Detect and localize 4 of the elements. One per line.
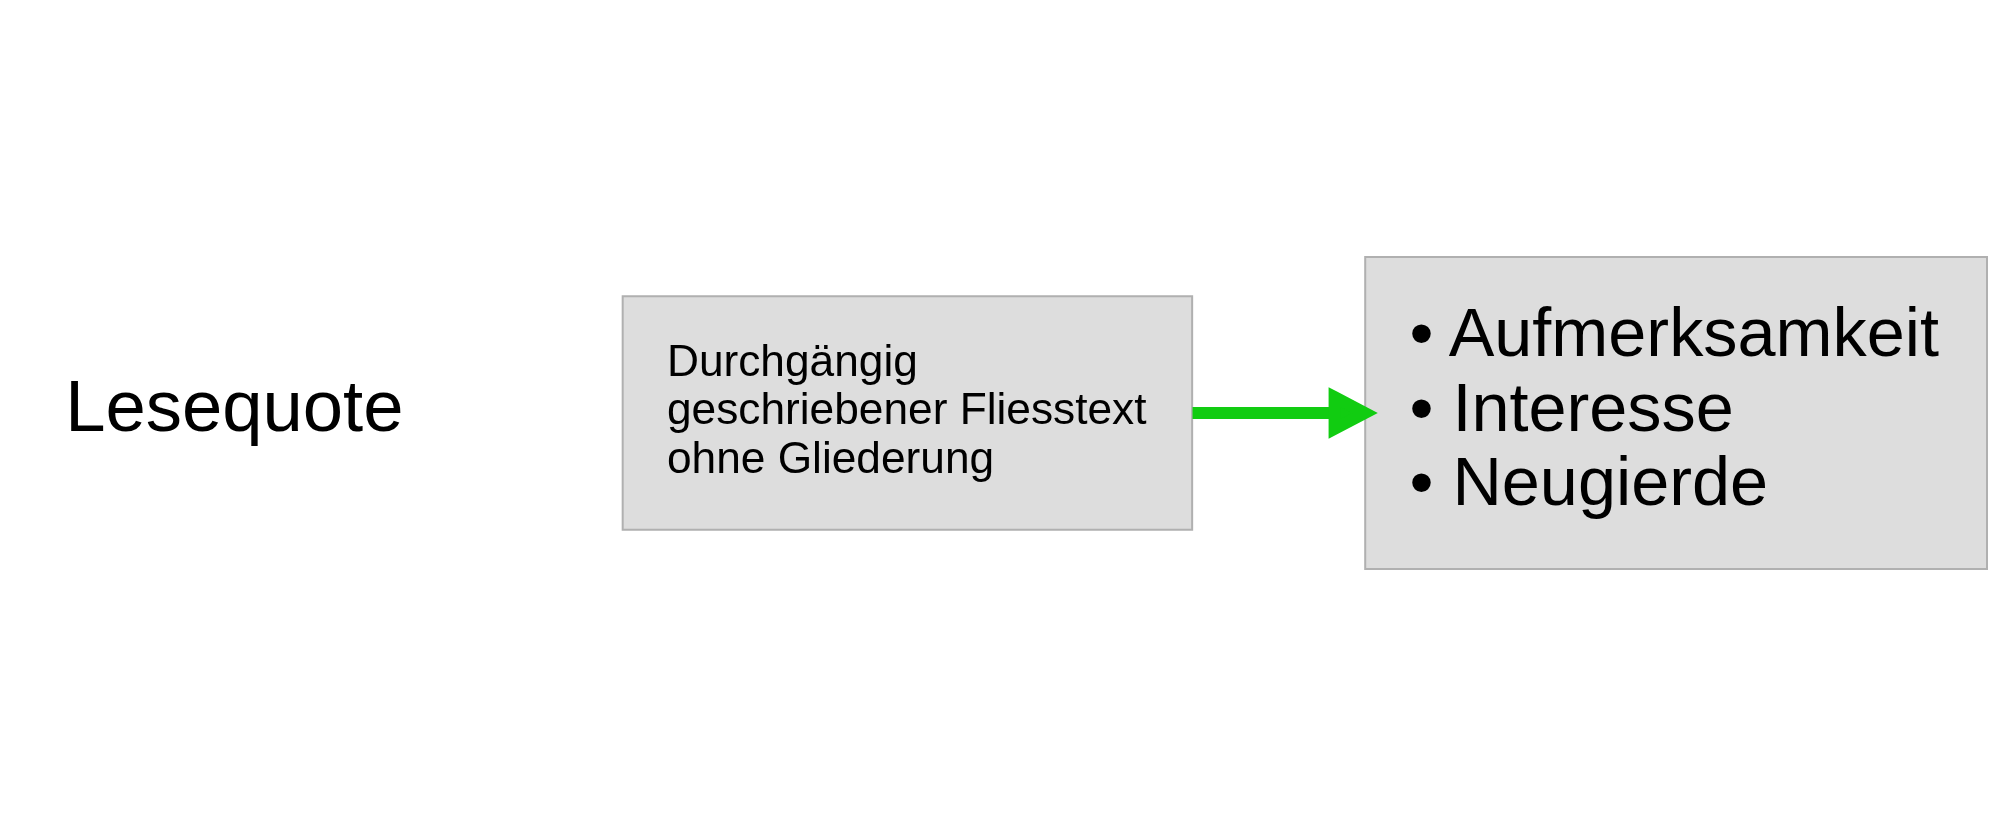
arrow	[1192, 386, 1378, 439]
node-box: • Aufmerksamkeit • Interesse • Neugierde	[1364, 255, 1988, 570]
label: Lesequote	[65, 364, 404, 446]
node-box: Durchgängig geschriebener Fliesstext ohne Gliederung	[621, 294, 1194, 531]
